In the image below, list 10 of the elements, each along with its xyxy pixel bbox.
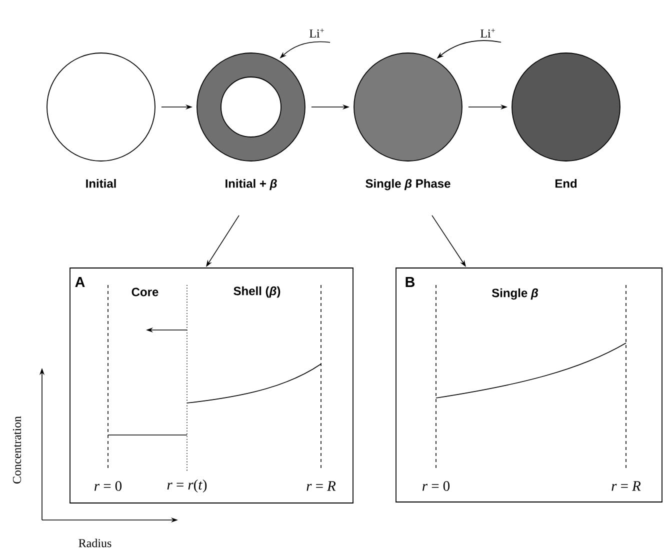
node-label: Initial + β — [226, 178, 277, 190]
node-label: End — [555, 178, 577, 188]
node-label: Initial — [86, 178, 116, 188]
axis-label: Radius — [78, 538, 112, 548]
node-label: Single β Phase — [366, 178, 450, 190]
ion-label: Li$^{+}$ — [480, 28, 495, 38]
axis-label: Concentration — [12, 416, 22, 484]
plot-panel: A Core Shell (β) r = 0 r = r(t) r = R — [70, 268, 354, 504]
ion-label: Li$^{+}$ — [310, 28, 324, 38]
plot-panel: B Single β r = 0 r = R — [396, 268, 662, 502]
